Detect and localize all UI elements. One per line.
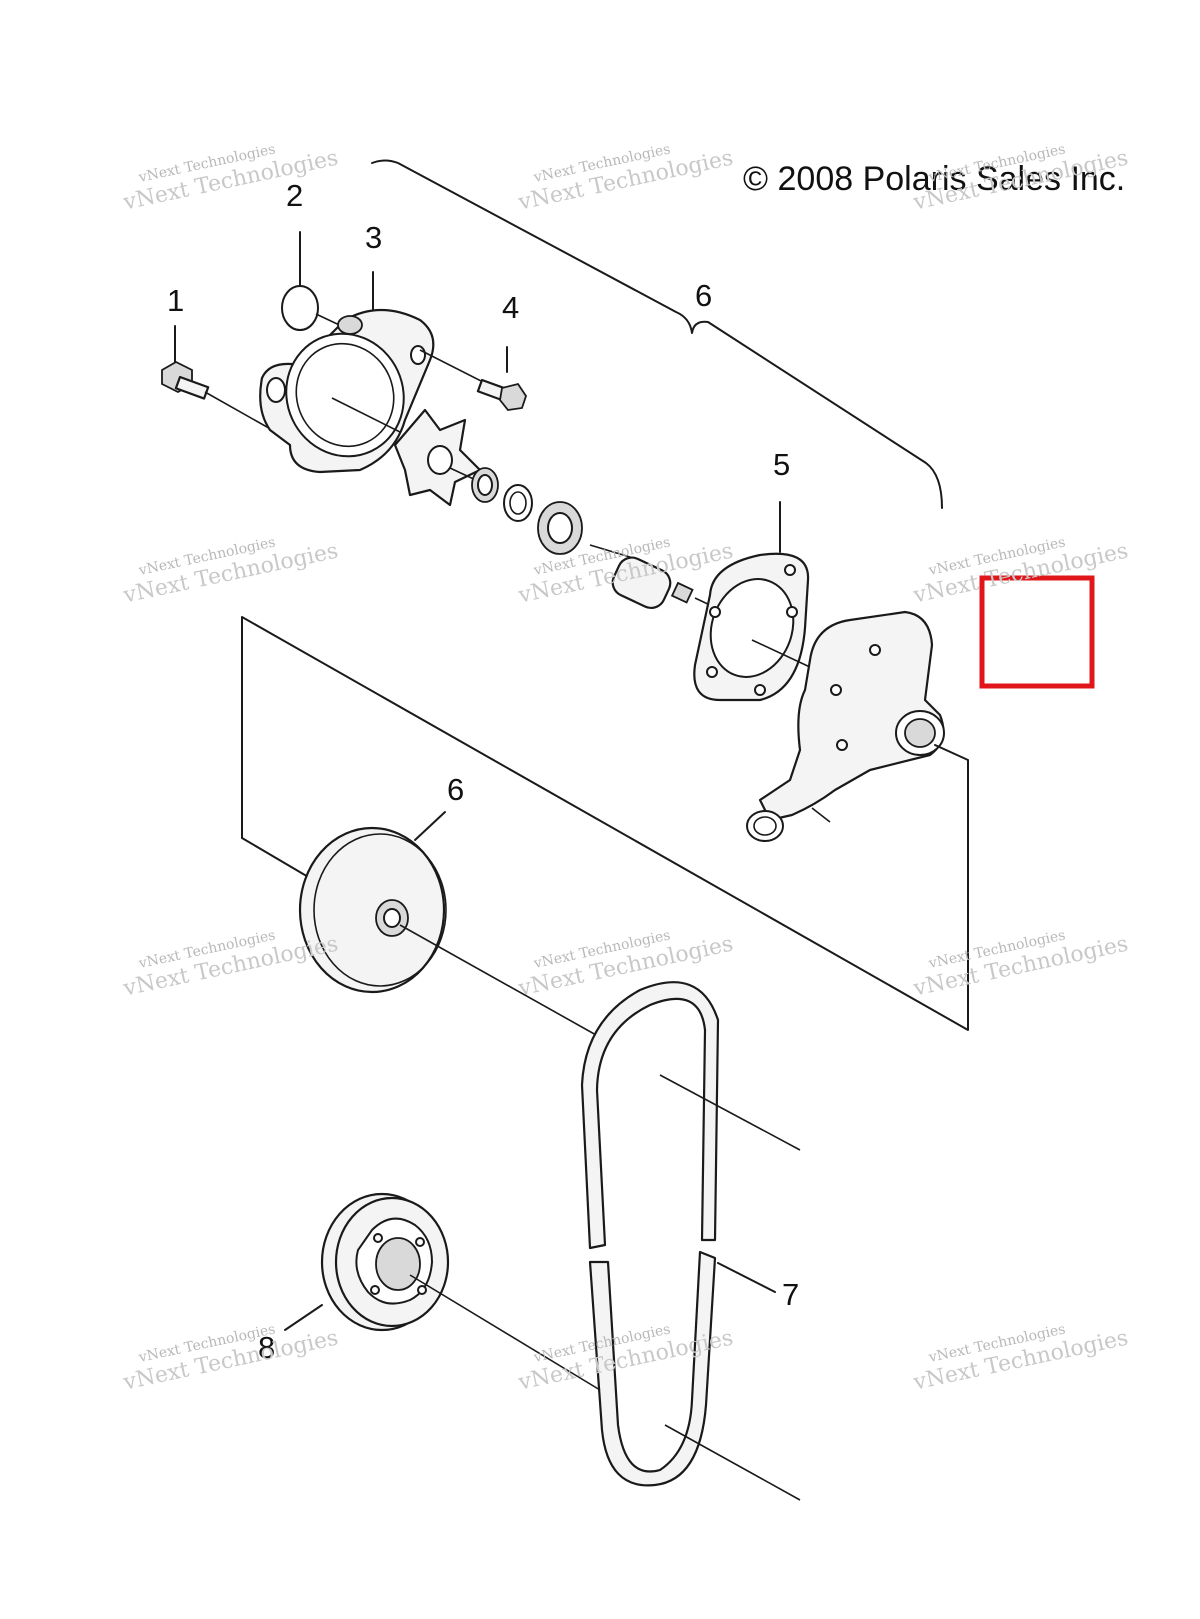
callout-8: 8 (258, 1330, 275, 1365)
highlight-box (979, 575, 1095, 689)
callout-5: 5 (773, 447, 790, 482)
drive-belt-part-7 (580, 981, 801, 1501)
copyright-text: © 2008 Polaris Sales Inc. (743, 160, 1125, 198)
impeller (393, 408, 482, 507)
pump-shaft (589, 544, 713, 609)
assembly-bracket (371, 159, 943, 509)
callout-2: 2 (286, 178, 303, 213)
callout-4: 4 (502, 290, 519, 325)
watermarks: vNext Technologies vNext Technologies vN… (120, 141, 1130, 1395)
callout-3: 3 (365, 220, 382, 255)
gasket-part-5 (693, 552, 813, 702)
upper-pulley (298, 826, 606, 1041)
seal-ring (503, 484, 533, 522)
mech-seal (537, 501, 583, 555)
callout-1: 1 (167, 283, 184, 318)
bolt-part-1 (161, 360, 291, 441)
oring-part-2 (281, 285, 319, 331)
pump-housing (746, 610, 945, 842)
belt-assembly-bracket (241, 616, 969, 1031)
pump-cover-part-3 (259, 308, 435, 474)
lower-pulley (320, 1192, 601, 1391)
seal-small (471, 467, 499, 503)
bolt-part-4 (419, 349, 527, 411)
callout-6-assembly: 6 (695, 278, 712, 313)
callout-6-pulley: 6 (447, 772, 464, 807)
callout-7: 7 (782, 1277, 799, 1312)
